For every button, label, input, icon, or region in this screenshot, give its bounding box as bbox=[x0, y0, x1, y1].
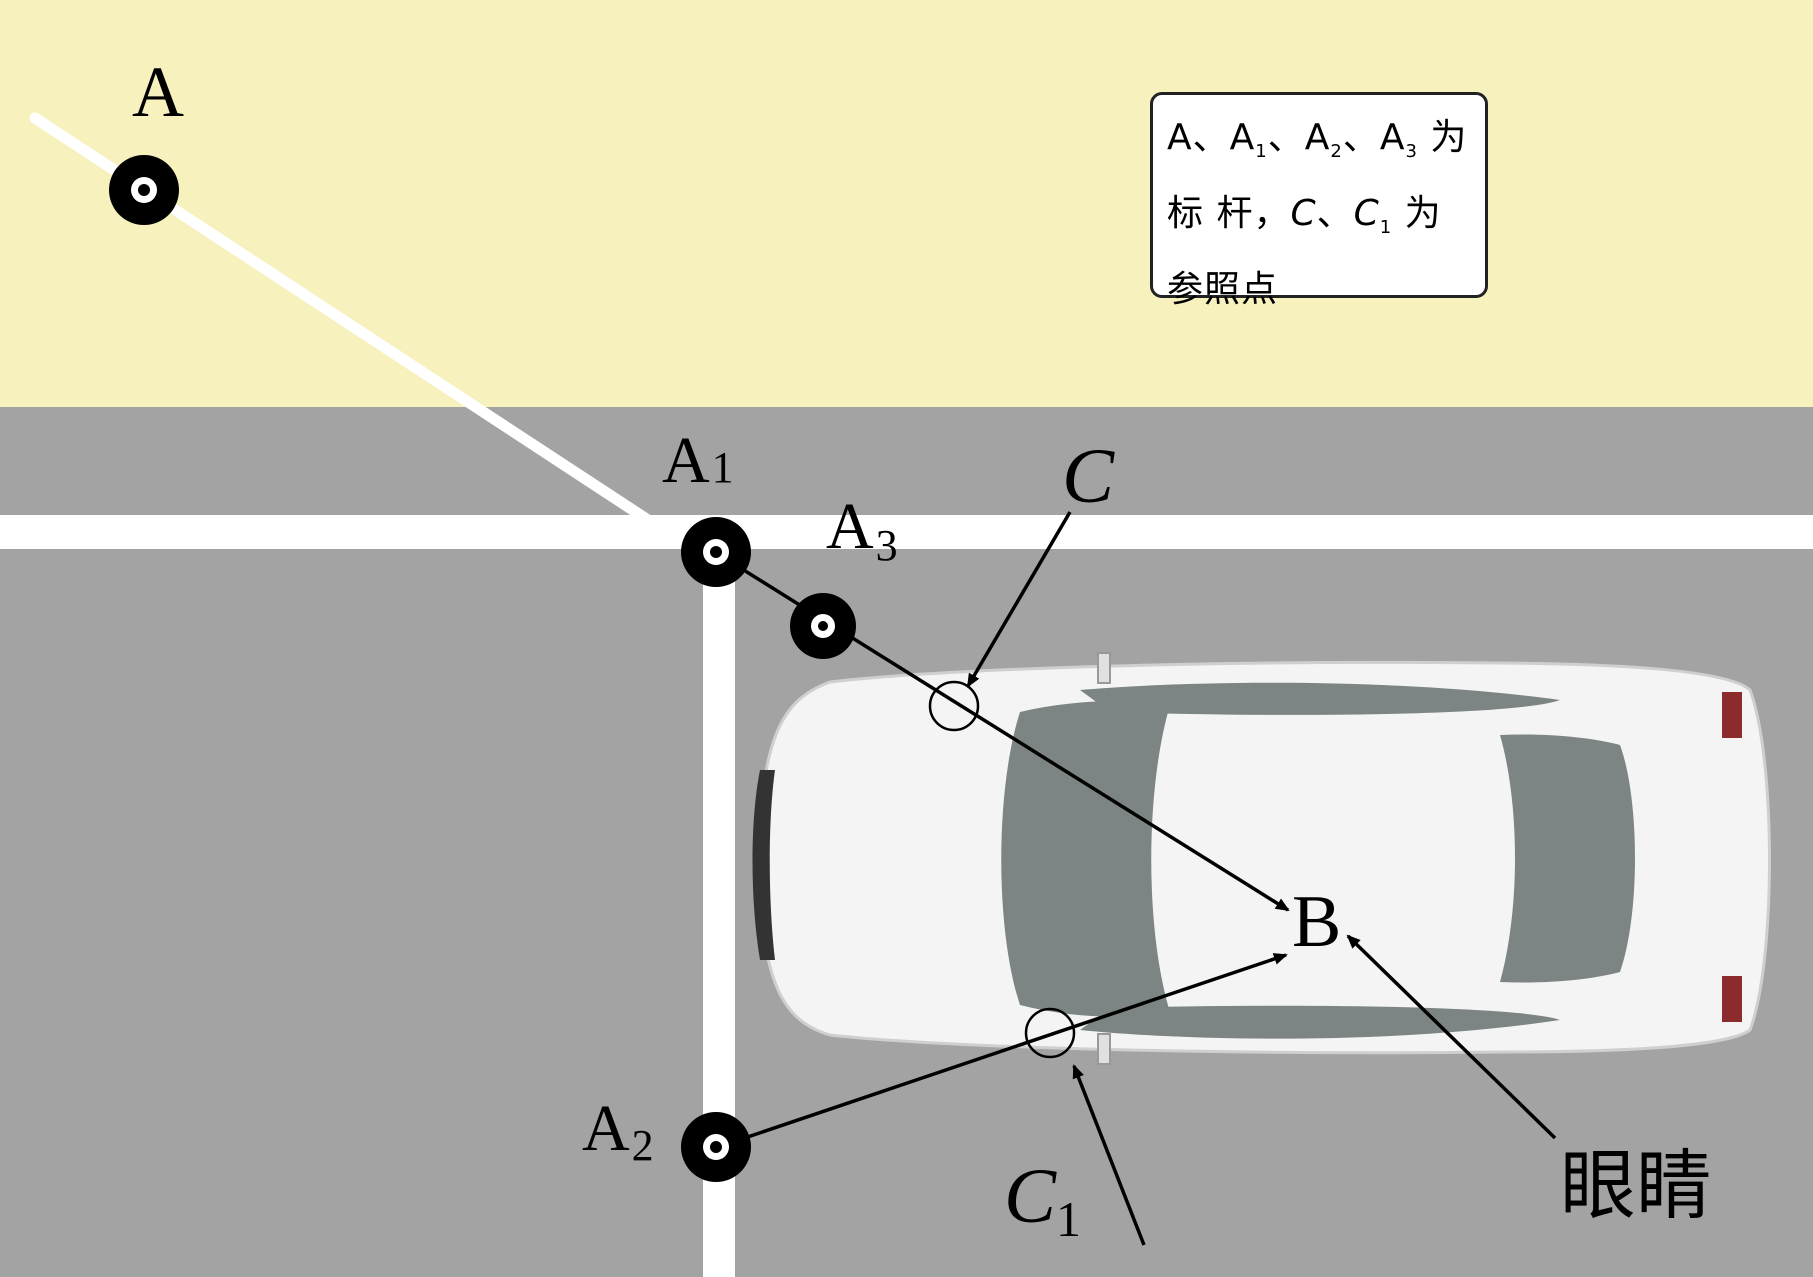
pointer-arrow-c bbox=[966, 511, 1072, 688]
point-c1-subscript: 1 bbox=[1056, 1191, 1081, 1247]
pole-a1-subscript: 1 bbox=[712, 443, 734, 492]
pointer-arrow-eye bbox=[1346, 934, 1557, 1140]
pole-a1-letter: A bbox=[662, 424, 710, 497]
pole-a2-marker bbox=[681, 1112, 751, 1182]
pole-a2-label: A2 bbox=[582, 1092, 654, 1170]
pole-a1-label: A1 bbox=[662, 424, 734, 497]
point-c1-letter: C bbox=[1004, 1152, 1057, 1239]
pole-a1-marker bbox=[681, 517, 751, 587]
car-top-view bbox=[752, 652, 1771, 1065]
car-taillight-top bbox=[1722, 692, 1742, 738]
legend-line-3: 参照点 bbox=[1167, 269, 1279, 311]
legend-line-2: 标 杆，C、C1 为 bbox=[1167, 193, 1442, 239]
pole-a3-letter: A bbox=[826, 490, 874, 563]
eye-label: 眼睛 bbox=[1560, 1141, 1712, 1230]
pole-a3-marker bbox=[790, 593, 856, 659]
reference-point-c bbox=[928, 680, 980, 732]
pole-a2-letter: A bbox=[582, 1092, 630, 1165]
car-grille bbox=[752, 770, 775, 960]
pole-a3-subscript: 3 bbox=[876, 521, 898, 570]
pole-a3-label: A3 bbox=[826, 490, 898, 570]
car-mirror-top bbox=[1097, 652, 1111, 684]
car-side-window-top bbox=[1080, 682, 1560, 715]
point-c-label: C bbox=[1062, 432, 1115, 519]
legend-box: A、A1、A2、A3 为 标 杆，C、C1 为 参照点 bbox=[1150, 92, 1488, 310]
pole-a-marker bbox=[109, 155, 179, 225]
pole-a2-subscript: 2 bbox=[632, 1121, 654, 1170]
road-marking-horizontal bbox=[0, 515, 1813, 549]
car-mirror-bottom bbox=[1097, 1033, 1111, 1065]
pointer-arrow-c1 bbox=[1072, 1064, 1146, 1246]
pole-a-label: A bbox=[132, 52, 184, 132]
car-taillight-bottom bbox=[1722, 976, 1742, 1022]
point-b-label: B bbox=[1292, 881, 1341, 963]
car-side-window-bottom bbox=[1080, 1005, 1560, 1039]
car-windshield bbox=[1001, 700, 1170, 1017]
reference-point-c1 bbox=[1024, 1007, 1076, 1059]
legend-line-1: A、A1、A2、A3 为 bbox=[1167, 117, 1468, 163]
sidewalk-area bbox=[0, 0, 1813, 407]
car-rear-window bbox=[1500, 734, 1635, 983]
point-c1-label: C1 bbox=[1004, 1152, 1081, 1247]
sight-line-a2-b bbox=[717, 953, 1288, 1149]
